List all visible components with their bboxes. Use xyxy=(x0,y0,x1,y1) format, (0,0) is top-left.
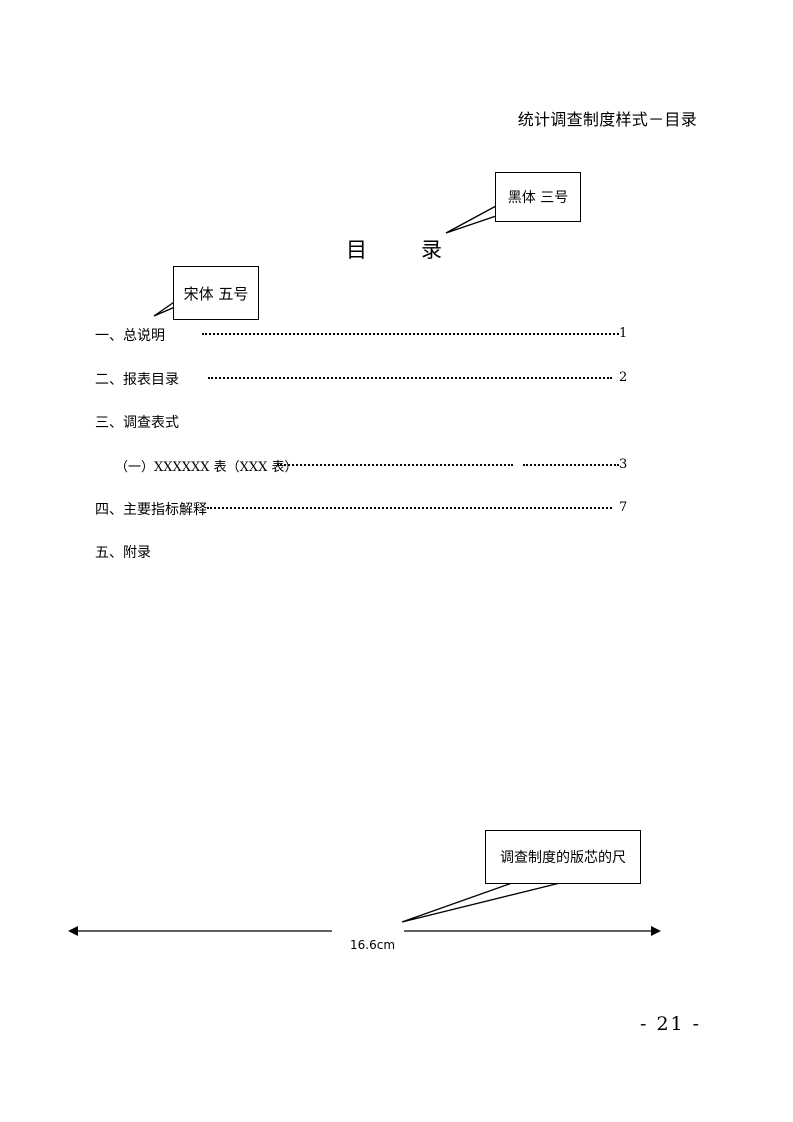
toc-page-number: 1 xyxy=(619,326,628,341)
toc-entry-indicators[interactable]: 四、主要指标解释 7 xyxy=(95,499,635,519)
toc-page-number: 7 xyxy=(619,500,628,515)
toc-page-number: 3 xyxy=(619,457,628,472)
toc-entry-label: 四、主要指标解释 xyxy=(95,502,207,518)
size-note-callout-text: 调查制度的版芯的尺 xyxy=(500,850,626,866)
toc-entry-label: 一、总说明 xyxy=(95,328,165,344)
body-font-callout-text: 宋体 五号 xyxy=(183,284,249,303)
heading-font-callout: 黑体 三号 xyxy=(495,172,581,222)
toc-entry-appendix[interactable]: 五、附录 xyxy=(95,542,635,562)
toc-leader-dots xyxy=(523,464,619,466)
heading-callout-pointer xyxy=(445,204,497,234)
page-number: - 21 - xyxy=(640,1013,702,1035)
toc-entry-report-list[interactable]: 二、报表目录 2 xyxy=(95,369,635,389)
toc-entry-general[interactable]: 一、总说明 1 xyxy=(95,325,635,345)
toc-page-number: 2 xyxy=(619,370,628,385)
arrowhead-left-icon xyxy=(68,926,78,936)
page-header: 统计调查制度样式－目录 xyxy=(517,110,697,129)
toc-leader-dots xyxy=(277,464,513,466)
size-note-callout: 调查制度的版芯的尺 xyxy=(485,830,641,884)
toc-leader-dots xyxy=(208,377,612,379)
body-font-callout: 宋体 五号 xyxy=(173,266,259,320)
size-callout-pointer xyxy=(401,882,561,923)
toc-leader-dots xyxy=(207,507,612,509)
toc-entry-label: 二、报表目录 xyxy=(95,372,179,388)
width-scale-label: 16.6cm xyxy=(350,938,396,952)
toc-entry-label: （一）XXXXXX 表（XXX 表） xyxy=(115,460,298,475)
title-char-1: 目 xyxy=(346,238,367,262)
toc-leader-dots xyxy=(202,333,619,335)
title-char-2: 录 xyxy=(421,238,442,262)
heading-font-callout-text: 黑体 三号 xyxy=(507,190,569,206)
toc-entry-form-xxx[interactable]: （一）XXXXXX 表（XXX 表） 3 xyxy=(115,456,635,476)
toc-entry-label: 五、附录 xyxy=(95,545,151,561)
page-title: 目录 xyxy=(346,234,442,264)
toc-entry-label: 三、调查表式 xyxy=(95,415,179,431)
arrowhead-right-icon xyxy=(651,926,661,936)
toc-entry-survey-forms[interactable]: 三、调查表式 xyxy=(95,412,635,432)
